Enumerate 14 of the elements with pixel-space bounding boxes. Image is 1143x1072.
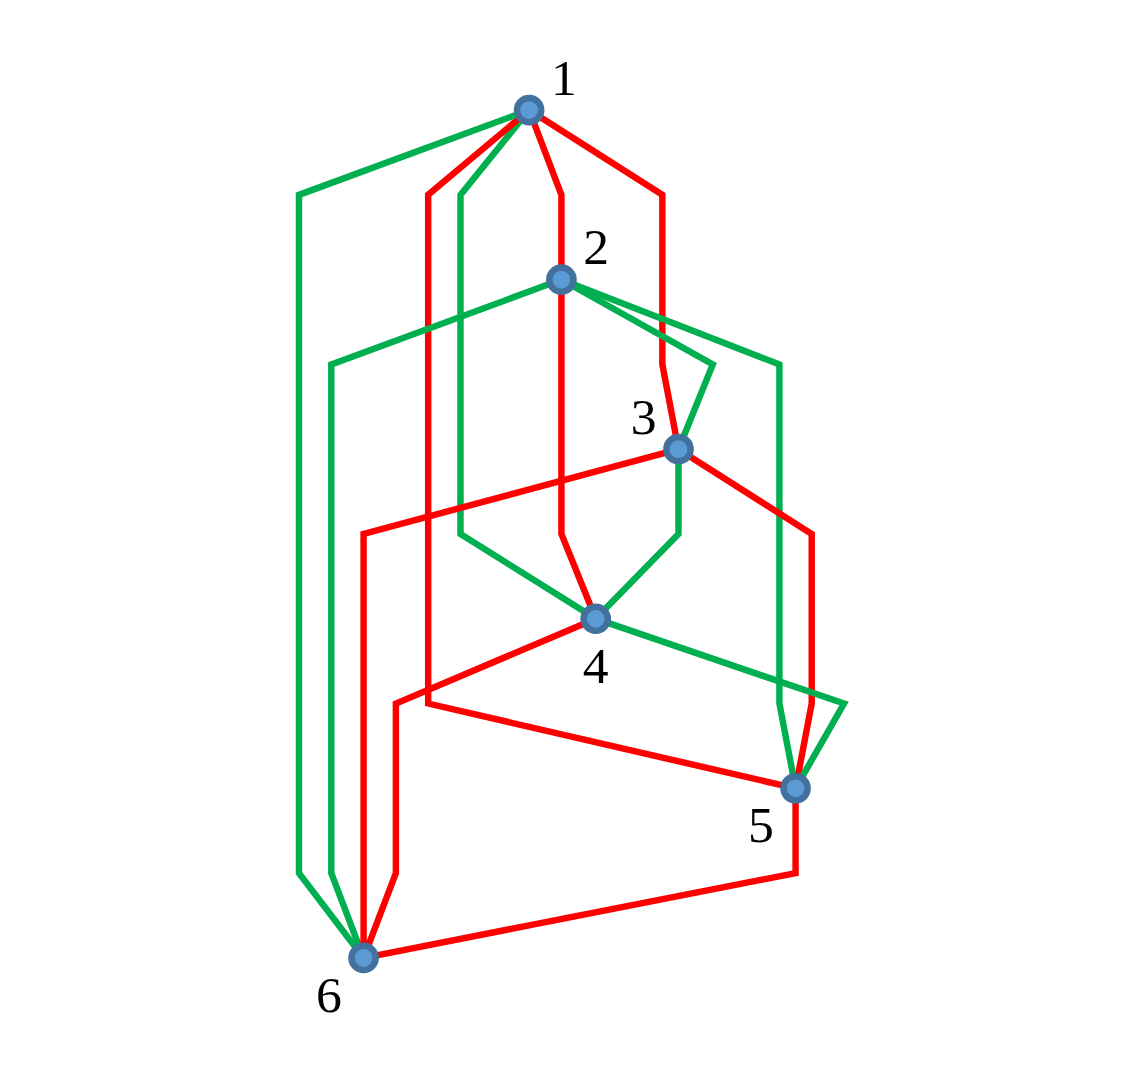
circle-node	[513, 94, 545, 126]
node-number: 6	[315, 966, 342, 1023]
node-number: 4	[582, 636, 609, 694]
edge-line	[601, 461, 682, 613]
circle-node	[546, 264, 577, 295]
node-number: 1	[550, 48, 577, 106]
edge-line	[537, 113, 680, 438]
node-number: 3	[630, 387, 657, 445]
node-number: 5	[747, 796, 774, 854]
circle-node	[780, 773, 811, 804]
circle-node	[663, 433, 694, 465]
circle-node	[348, 942, 379, 974]
circle-node	[580, 603, 612, 635]
node-number: 2	[583, 218, 610, 276]
